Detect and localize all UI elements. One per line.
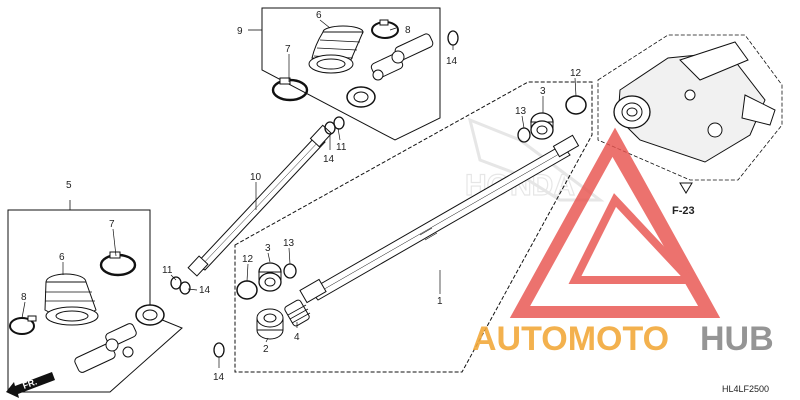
universal-joint-icon [74,323,137,373]
assembly-box-1 [234,81,593,373]
universal-joint-icon [370,33,434,81]
callout-8: 8 [405,25,411,36]
cv-boot-icon [44,273,99,326]
o-ring-icon [170,276,182,290]
o-ring-icon [565,95,587,115]
reference-arrow-icon [679,182,693,194]
final-gear-case-icon [597,34,783,181]
o-ring-icon [213,342,225,358]
o-ring-icon [283,263,297,279]
bearing-icon [258,262,282,292]
automotohub-logo-icon [509,127,721,318]
callout-13: 13 [283,238,295,249]
assembly-box-9 [261,7,441,141]
o-ring-icon [517,127,531,143]
callout-14: 14 [446,56,458,67]
callout-14: 14 [323,154,335,165]
callout-13: 13 [515,106,527,117]
drive-shaft-icon [299,134,580,304]
watermark-text-part2: HUB [700,320,774,358]
callout-14: 14 [213,372,225,383]
callout-11: 11 [162,265,173,276]
callout-10: 10 [250,172,262,183]
bearing-icon [530,112,554,140]
boot-clamp-small-icon [9,315,37,335]
callout-9: 9 [237,26,243,37]
cv-boot-icon [308,25,364,74]
o-ring-icon [179,281,191,295]
boot-clamp-small-icon [371,19,399,39]
o-ring-icon [236,280,258,300]
propeller-shaft-icon [187,124,333,277]
o-ring-icon [333,116,345,130]
callout-3: 3 [540,86,546,97]
callout-8: 8 [21,292,27,303]
watermark-text-part1: AUTOMOTO [472,320,669,358]
callout-14: 14 [199,285,211,296]
callout-6: 6 [59,252,65,263]
callout-3: 3 [265,243,271,254]
callout-2: 2 [263,344,269,355]
callout-7: 7 [109,219,115,230]
oil-seal-icon [135,304,165,326]
callout-12: 12 [570,68,582,79]
reference-label: F-23 [672,205,695,217]
o-ring-icon [447,30,459,46]
boot-clamp-large-icon [271,77,309,102]
callout-7: 7 [285,44,291,55]
boot-clamp-large-icon [99,251,137,277]
callout-12: 12 [242,254,254,265]
spring-icon [284,299,311,327]
front-direction-label: FR. [21,377,38,391]
oil-seal-icon [346,86,376,108]
front-direction-arrow-icon: FR. [6,372,55,398]
collar-icon [256,308,284,340]
callout-11: 11 [336,142,347,153]
callout-4: 4 [294,332,300,343]
callout-6: 6 [316,10,322,21]
leader-lines [21,19,577,368]
callout-1: 1 [437,296,443,307]
callout-5: 5 [66,180,72,191]
diagram-code: HL4LF2500 [722,384,769,394]
